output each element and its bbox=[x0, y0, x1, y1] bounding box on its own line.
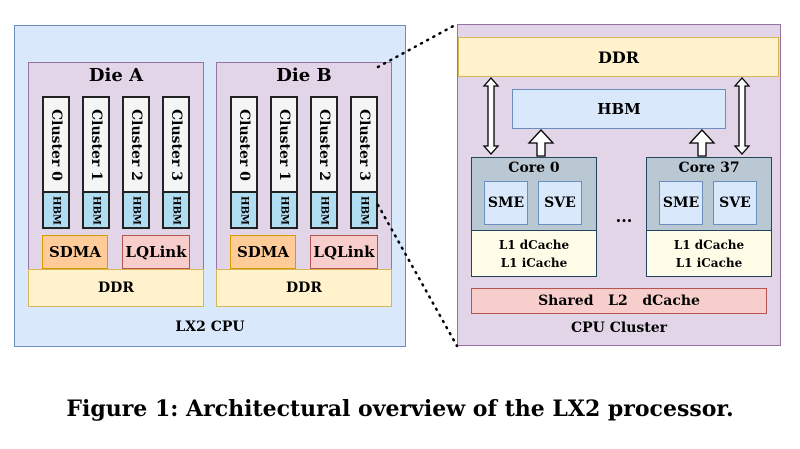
cluster-ddr: DDR bbox=[458, 37, 779, 77]
core-0-l1-icache: L1 iCache bbox=[500, 255, 568, 270]
shared-l2-dcache: Shared L2 dCache bbox=[471, 288, 767, 314]
die-a-sdma: SDMA bbox=[42, 235, 108, 269]
figure-caption: Figure 1: Architectural overview of the … bbox=[66, 396, 734, 422]
core-37-l1-dcache: L1 dCache bbox=[673, 237, 745, 252]
core0-hbm-arrow bbox=[527, 129, 555, 157]
core37-hbm-arrow bbox=[688, 129, 716, 157]
die-b-cluster-1: Cluster 1 bbox=[270, 96, 298, 193]
zoom-line-bottom bbox=[376, 203, 459, 348]
ddr-block-a: DDR bbox=[28, 269, 204, 307]
die-a-title: Die A bbox=[88, 65, 144, 86]
zoom-line-top bbox=[376, 22, 459, 69]
core-37-l1-icache: L1 iCache bbox=[675, 255, 743, 270]
die-b: Die B Cluster 0 Cluster 1 Cluster 2 Clus… bbox=[216, 62, 392, 282]
die-a-hbm-1: HBM bbox=[82, 191, 110, 229]
die-a: Die A Cluster 0 Cluster 1 Cluster 2 Clus… bbox=[28, 62, 204, 282]
die-b-hbm-3: HBM bbox=[350, 191, 378, 229]
ddr-core37-arrow bbox=[733, 77, 751, 155]
die-b-cluster-0: Cluster 0 bbox=[230, 96, 258, 193]
cpu-cluster-label: CPU Cluster bbox=[570, 320, 668, 336]
lx2-cpu-block: Die A Cluster 0 Cluster 1 Cluster 2 Clus… bbox=[14, 25, 406, 347]
core-37: Core 37 SME SVE L1 dCache L1 iCache bbox=[646, 157, 772, 277]
core-37-title: Core 37 bbox=[678, 160, 740, 176]
cluster-hbm: HBM bbox=[512, 89, 726, 129]
die-b-hbm-2: HBM bbox=[310, 191, 338, 229]
core-0-l1-cache: L1 dCache L1 iCache bbox=[472, 230, 596, 276]
die-a-cluster-0: Cluster 0 bbox=[42, 96, 70, 193]
die-b-title: Die B bbox=[276, 65, 332, 86]
cpu-cluster-detail: DDR HBM Core 0 SME SVE L1 dCache L1 iCac… bbox=[457, 24, 781, 346]
core-0-sve: SVE bbox=[538, 181, 582, 225]
core-37-sme: SME bbox=[659, 181, 703, 225]
die-b-hbm-1: HBM bbox=[270, 191, 298, 229]
die-a-hbm-2: HBM bbox=[122, 191, 150, 229]
core-0-l1-dcache: L1 dCache bbox=[498, 237, 570, 252]
core-37-sve: SVE bbox=[713, 181, 757, 225]
ddr-core0-arrow bbox=[482, 77, 500, 155]
die-a-hbm-0: HBM bbox=[42, 191, 70, 229]
lx2-cpu-label: LX2 CPU bbox=[175, 319, 245, 335]
cores-ellipsis: ... bbox=[615, 207, 633, 226]
core-0-title: Core 0 bbox=[508, 160, 560, 176]
die-b-sdma: SDMA bbox=[230, 235, 296, 269]
core-0: Core 0 SME SVE L1 dCache L1 iCache bbox=[471, 157, 597, 277]
die-a-cluster-3: Cluster 3 bbox=[162, 96, 190, 193]
core-0-sme: SME bbox=[484, 181, 528, 225]
ddr-block-b: DDR bbox=[216, 269, 392, 307]
die-a-lqlink: LQLink bbox=[122, 235, 190, 269]
die-b-cluster-2: Cluster 2 bbox=[310, 96, 338, 193]
die-b-lqlink: LQLink bbox=[310, 235, 378, 269]
core-37-l1-cache: L1 dCache L1 iCache bbox=[647, 230, 771, 276]
die-b-cluster-3: Cluster 3 bbox=[350, 96, 378, 193]
die-b-hbm-0: HBM bbox=[230, 191, 258, 229]
die-a-hbm-3: HBM bbox=[162, 191, 190, 229]
